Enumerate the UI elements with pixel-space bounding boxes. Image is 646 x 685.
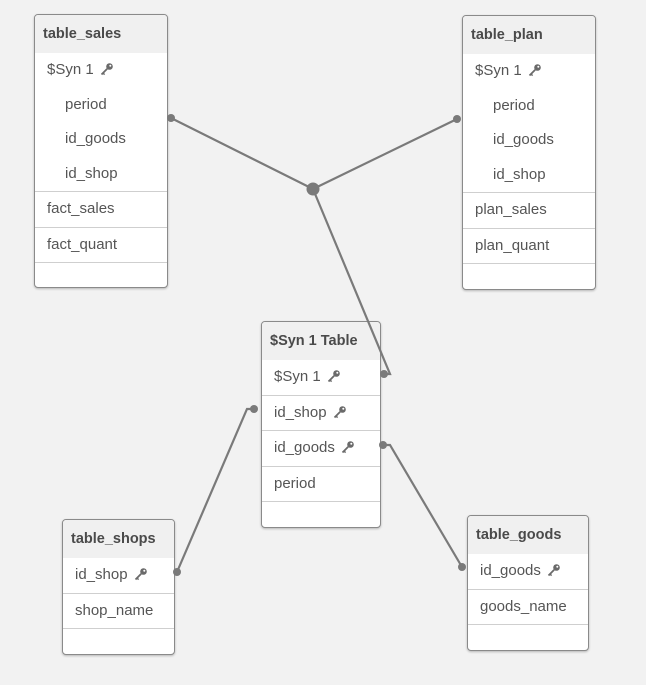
- table-plan-field-syn[interactable]: $Syn 1: [463, 54, 595, 89]
- table-shops-field-id-shop[interactable]: id_shop: [63, 558, 174, 593]
- table-goods[interactable]: table_goods id_goods goods_name: [467, 515, 589, 651]
- table-shops-title: table_shops: [63, 520, 174, 558]
- key-icon: [327, 370, 340, 383]
- table-sales-field-id-goods[interactable]: id_goods: [65, 130, 126, 147]
- table-syn-1[interactable]: $Syn 1 Table $Syn 1 id_shop id_goods per…: [261, 321, 381, 528]
- link-endpoint-sales: [167, 114, 175, 122]
- link-shops-to-syn-table[interactable]: [175, 407, 256, 574]
- table-plan-field-period[interactable]: period: [493, 96, 535, 114]
- table-goods-field-goods-name[interactable]: goods_name: [468, 588, 588, 625]
- key-icon: [134, 568, 147, 581]
- table-plan-field-plan-sales[interactable]: plan_sales: [463, 192, 595, 228]
- link-endpoint-plan: [453, 115, 461, 123]
- table-sales[interactable]: table_sales $Syn 1 period id_goods id_sh…: [34, 14, 168, 288]
- link-plan-to-hub[interactable]: [311, 117, 459, 191]
- table-plan-field-plan-quant[interactable]: plan_quant: [463, 227, 595, 264]
- key-icon: [528, 64, 541, 77]
- key-icon: [341, 441, 354, 454]
- table-sales-title: table_sales: [35, 15, 167, 53]
- table-plan[interactable]: table_plan $Syn 1 period id_goods id_sho…: [462, 15, 596, 290]
- table-sales-field-fact-quant[interactable]: fact_quant: [35, 226, 167, 263]
- link-sales-to-hub[interactable]: [169, 116, 315, 191]
- key-icon: [333, 405, 346, 418]
- table-sales-field-id-shop[interactable]: id_shop: [65, 164, 118, 182]
- table-plan-field-id-goods[interactable]: id_goods: [493, 131, 554, 148]
- table-syn-1-field-id-shop[interactable]: id_shop: [262, 394, 380, 431]
- table-goods-empty-row: [468, 624, 588, 649]
- table-plan-field-id-shop[interactable]: id_shop: [493, 165, 546, 183]
- key-icon: [547, 564, 560, 577]
- link-goods-to-syn-table[interactable]: [381, 443, 464, 569]
- link-endpoint-goods: [458, 563, 466, 571]
- table-syn-1-field-syn[interactable]: $Syn 1: [262, 360, 380, 395]
- table-sales-empty-row: [35, 262, 167, 287]
- table-sales-field-period[interactable]: period: [65, 95, 107, 113]
- link-endpoint-syn-id-shop: [250, 405, 258, 413]
- table-syn-1-field-id-goods[interactable]: id_goods: [262, 430, 380, 466]
- table-sales-field-fact-sales[interactable]: fact_sales: [35, 191, 167, 227]
- key-icon: [100, 63, 113, 76]
- table-syn-1-title: $Syn 1 Table: [262, 322, 380, 360]
- table-syn-1-field-period[interactable]: period: [262, 465, 380, 502]
- link-hub-node[interactable]: [306, 182, 320, 196]
- table-shops-field-shop-name[interactable]: shop_name: [63, 592, 174, 629]
- table-plan-empty-row: [463, 263, 595, 288]
- table-plan-title: table_plan: [463, 16, 595, 54]
- table-goods-field-id-goods[interactable]: id_goods: [468, 554, 588, 589]
- table-shops[interactable]: table_shops id_shop shop_name: [62, 519, 175, 655]
- table-syn-1-empty-row: [262, 501, 380, 526]
- table-sales-field-syn[interactable]: $Syn 1: [35, 53, 167, 88]
- link-endpoint-syn-syn: [380, 370, 388, 378]
- table-goods-title: table_goods: [468, 516, 588, 554]
- table-shops-empty-row: [63, 628, 174, 653]
